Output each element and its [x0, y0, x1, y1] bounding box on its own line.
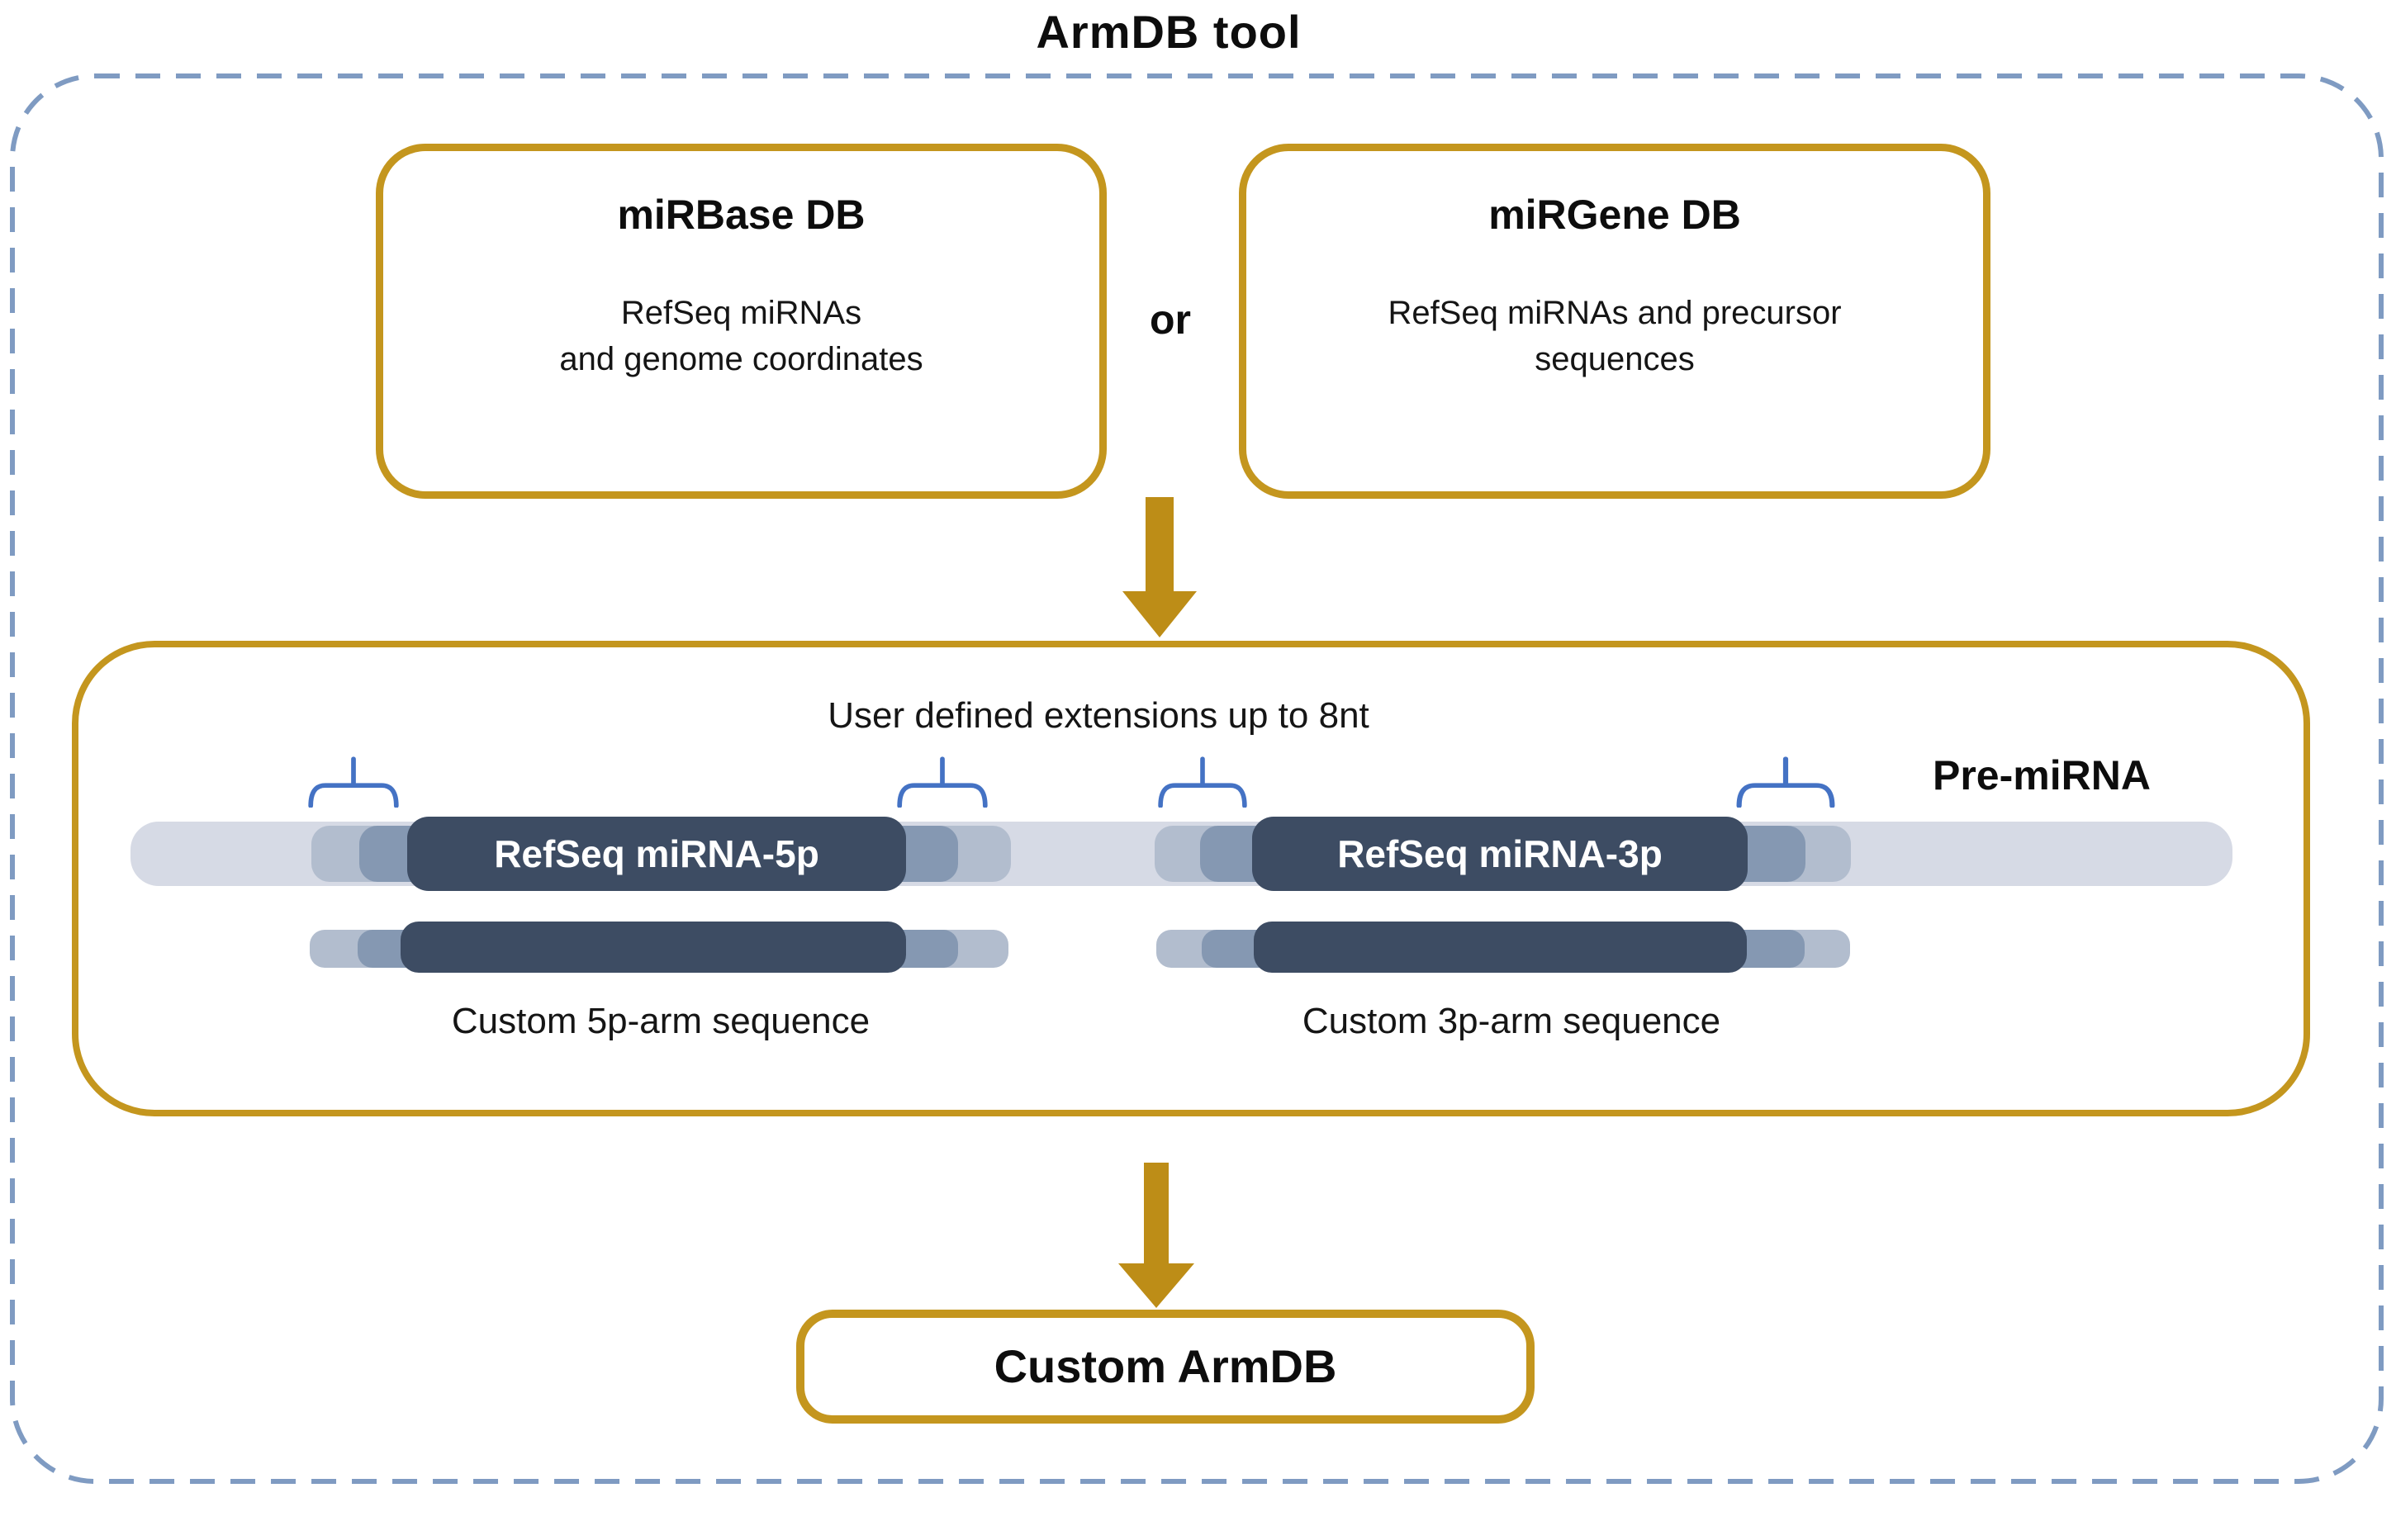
mirgene-db-description-line1: RefSeq miRNAs and precursor: [1388, 295, 1842, 331]
mirgene-db-description-line2: sequences: [1535, 341, 1695, 377]
figure-title: ArmDB tool: [1036, 6, 1302, 58]
custom-3p-caption: Custom 3p-arm sequence: [1302, 1001, 1721, 1041]
mirgene-db-box: miRGene DB RefSeq miRNAs and precursor s…: [1239, 144, 1990, 499]
mirbase-db-description-line1: RefSeq miRNAs: [620, 295, 862, 331]
extension-brace-icon: [1736, 756, 1835, 808]
or-label: or: [1150, 296, 1191, 343]
custom-5p-sequence-bar: [401, 922, 906, 973]
down-arrow-icon: [1118, 1163, 1194, 1308]
refseq-mirna-3p-bar: RefSeq miRNA-3p: [1252, 817, 1748, 891]
processing-box: [72, 641, 2310, 1116]
extension-brace-icon: [897, 756, 988, 808]
refseq-mirna-5p-label: RefSeq miRNA-5p: [494, 832, 819, 875]
extension-brace-icon: [308, 756, 399, 808]
extension-brace-icon: [1158, 756, 1247, 808]
mirbase-db-description: RefSeq miRNAs and genome coordinates: [383, 290, 1099, 382]
mirgene-db-title: miRGene DB: [1488, 192, 1741, 238]
custom-3p-sequence-bar: [1254, 922, 1747, 973]
refseq-mirna-3p-label: RefSeq miRNA-3p: [1337, 832, 1663, 875]
custom-5p-caption: Custom 5p-arm sequence: [451, 1001, 871, 1041]
mirgene-db-description: RefSeq miRNAs and precursor sequences: [1246, 290, 1983, 382]
mirbase-db-description-line2: and genome coordinates: [559, 341, 923, 377]
premirna-label: Pre-miRNA: [1933, 752, 2151, 798]
custom-armdb-box: Custom ArmDB: [796, 1310, 1535, 1424]
down-arrow-icon: [1122, 497, 1197, 637]
custom-armdb-title: Custom ArmDB: [994, 1340, 1337, 1392]
mirbase-db-title: miRBase DB: [617, 192, 866, 238]
refseq-mirna-5p-bar: RefSeq miRNA-5p: [407, 817, 906, 891]
extensions-note: User defined extensions up to 8nt: [828, 695, 1369, 736]
mirbase-db-box: miRBase DB RefSeq miRNAs and genome coor…: [376, 144, 1107, 499]
